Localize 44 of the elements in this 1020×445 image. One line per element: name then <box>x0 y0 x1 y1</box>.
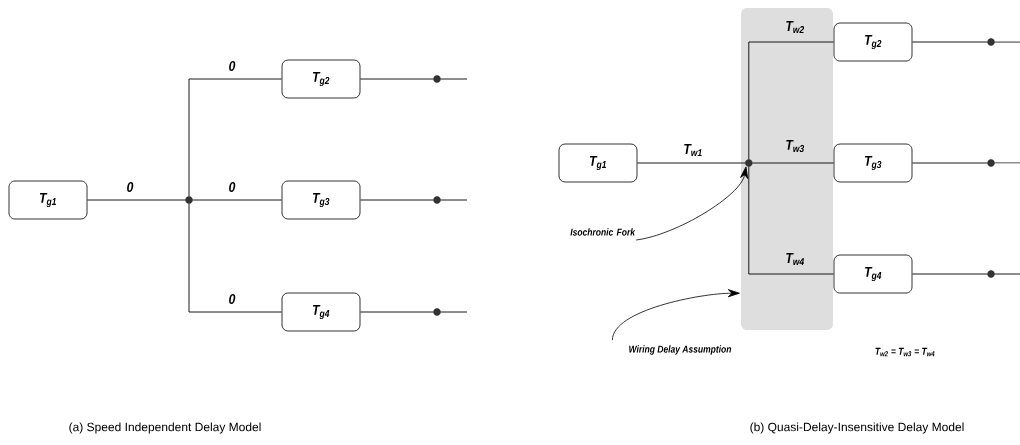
edge-label: T$_{w3}$ <box>786 139 805 153</box>
wire <box>192 199 283 201</box>
gate-box: T$_{g1}$ <box>558 143 638 183</box>
edge-label: 0 <box>229 293 236 305</box>
wire <box>752 162 835 164</box>
caption: (b) Quasi-Delay-Insensitive Delay Model <box>750 422 964 434</box>
wire <box>911 41 988 43</box>
gate-box: T$_{g4}$ <box>281 292 361 332</box>
edge-label: T$_{w1}$ <box>684 143 702 157</box>
gate-box: T$_{g4}$ <box>833 254 913 294</box>
wire <box>748 41 835 160</box>
edge-label: 0 <box>127 181 134 193</box>
annotation-text: Wiring Delay Assumption <box>629 345 732 355</box>
curved-arrow <box>635 166 749 241</box>
gate-box: T$_{g2}$ <box>281 59 361 99</box>
edge-label: 0 <box>229 181 236 193</box>
annotation-text: Isochronic Fork <box>570 228 636 236</box>
wire <box>994 41 1020 43</box>
gate-box: T$_{g3}$ <box>833 143 913 183</box>
caption: (a) Speed Independent Delay Model <box>69 422 261 434</box>
gate-box: T$_{g1}$ <box>8 180 88 220</box>
wire <box>440 311 468 313</box>
shaded-band <box>741 8 833 330</box>
wire <box>911 162 988 164</box>
wire <box>86 199 186 201</box>
curved-arrow <box>611 289 740 341</box>
wire <box>359 78 434 80</box>
edge-label: 0 <box>229 60 236 72</box>
edge-label: T$_{w2}$ <box>786 20 805 34</box>
wire <box>748 166 835 275</box>
wire <box>188 203 283 313</box>
wire <box>994 162 1020 164</box>
wire <box>188 78 283 197</box>
wire <box>440 199 468 201</box>
wire <box>636 162 746 164</box>
wire <box>994 273 1020 275</box>
gate-box: T$_{g3}$ <box>281 180 361 220</box>
gate-box: T$_{g2}$ <box>833 22 913 62</box>
wire <box>359 311 434 313</box>
edge-label: T$_{w4}$ <box>786 252 804 266</box>
wire <box>359 199 434 201</box>
wire <box>911 273 988 275</box>
wire <box>440 78 468 80</box>
equation: T$_{w2}$ = T$_{w3}$ = T$_{w4}$ <box>875 347 935 357</box>
